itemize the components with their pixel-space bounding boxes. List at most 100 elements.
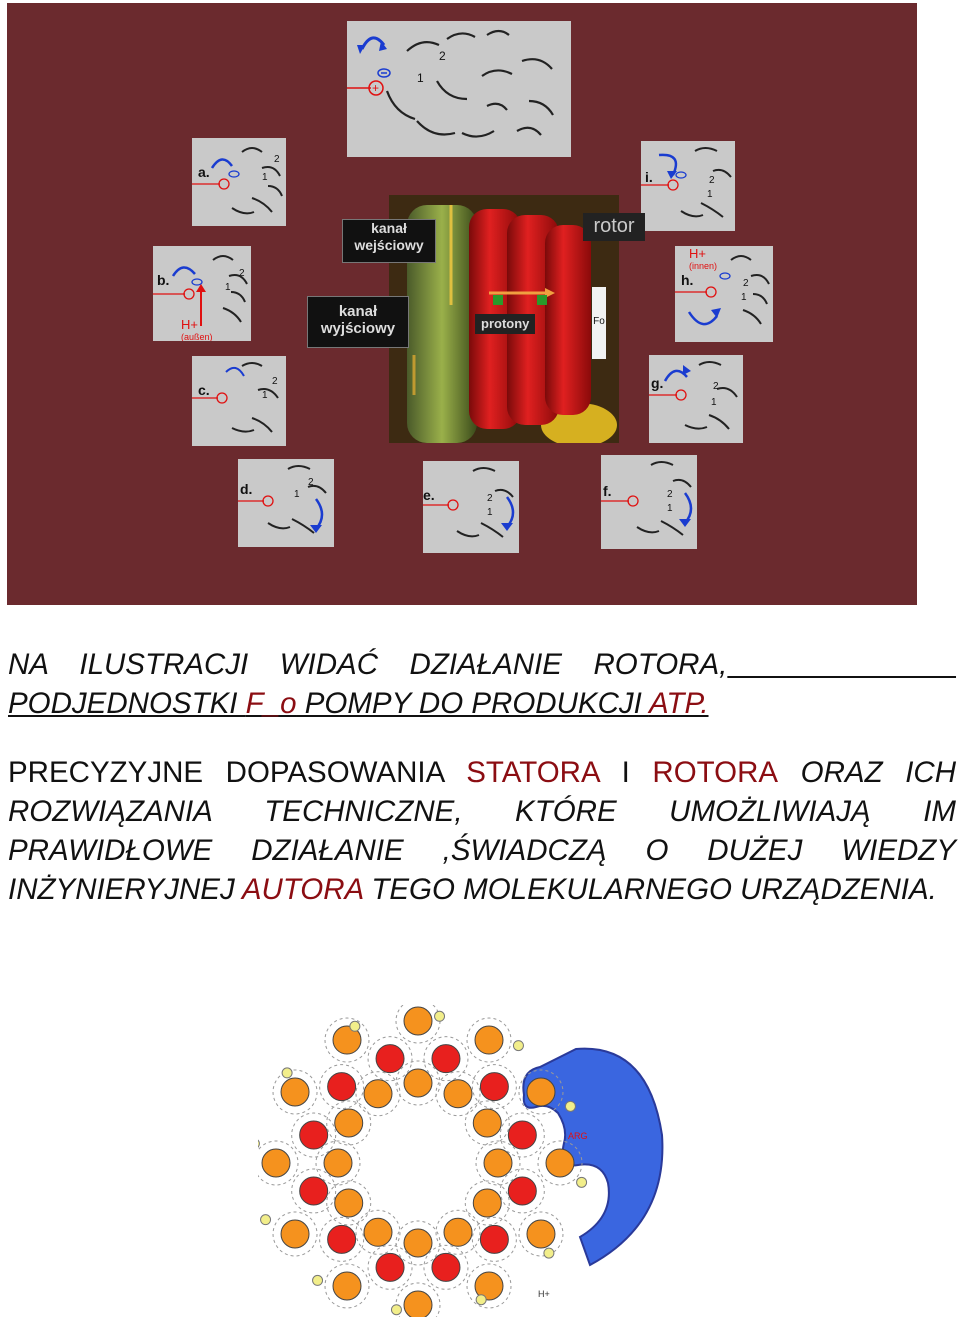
step-panel-b: b. 2 1 H+(außen) xyxy=(153,246,251,341)
c-subunit xyxy=(526,1219,556,1249)
step-panel-top: + 2 1 xyxy=(347,21,571,157)
c-subunit xyxy=(526,1077,556,1107)
c-subunit xyxy=(443,1079,473,1109)
step-panel-a: a. 2 1 xyxy=(192,138,286,226)
subunit-halo xyxy=(395,1220,441,1266)
lipid-head xyxy=(390,1304,402,1316)
subunit-halo xyxy=(537,1140,583,1186)
step-label: e. xyxy=(423,487,435,503)
protons-label: protony xyxy=(475,314,536,334)
step-label: h. xyxy=(681,272,694,288)
arc-number: 1 xyxy=(741,292,747,303)
c-subunit xyxy=(403,1006,433,1036)
arc-number: 2 xyxy=(239,268,245,279)
c-subunit xyxy=(375,1044,405,1074)
c-subunit xyxy=(299,1176,329,1206)
arc-number: 2 xyxy=(308,477,314,488)
c-subunit xyxy=(280,1219,310,1249)
rotor-illustration: + 2 1 a. 2 1 b. 2 1 H+(außen) xyxy=(7,3,917,605)
proton-inside-label: H+(innen) xyxy=(689,246,718,271)
c-subunit xyxy=(479,1224,509,1254)
arc-number: 2 xyxy=(272,376,278,387)
step-panel-f: f. 2 1 xyxy=(601,455,697,549)
subunit-halo xyxy=(272,1069,318,1115)
step-panel-i: i. 2 1 xyxy=(641,141,735,231)
subunit-halo xyxy=(319,1216,365,1262)
arc-number: 1 xyxy=(487,507,493,518)
subunit-halo xyxy=(466,1017,512,1063)
subunit-arcs: + xyxy=(347,29,554,138)
membrane-channel-model xyxy=(389,195,619,447)
step-panel-g: g. 2 1 xyxy=(649,355,743,443)
c-subunit xyxy=(443,1217,473,1247)
arc-number: 2 xyxy=(713,381,719,392)
c-subunit xyxy=(472,1188,502,1218)
proton-label: H+ xyxy=(538,1289,550,1299)
c-subunit xyxy=(431,1044,461,1074)
step-panel-d: d. 2 1 xyxy=(238,459,334,547)
highlight-atp: ATP. xyxy=(648,687,709,720)
arc-number: 1 xyxy=(262,172,268,183)
c-subunit xyxy=(483,1148,513,1178)
arc-number: 1 xyxy=(417,71,424,85)
c-subunit xyxy=(479,1072,509,1102)
step-panel-h: h. 2 1 H+(innen) xyxy=(675,246,773,342)
c-ring xyxy=(248,998,588,1322)
arg-label: ARG xyxy=(568,1131,588,1141)
subunit-halo xyxy=(355,1071,401,1117)
stator-subunit xyxy=(522,1047,664,1267)
description-text: NA ILUSTRACJI WIDAĆ DZIAŁANIE ROTORA, PO… xyxy=(8,645,956,909)
c-subunit xyxy=(363,1079,393,1109)
lipid-head xyxy=(512,1040,524,1052)
subunit-halo xyxy=(435,1071,481,1117)
arc-number: 1 xyxy=(707,189,713,200)
c-subunit xyxy=(472,1108,502,1138)
step-label: i. xyxy=(645,169,653,185)
c-subunit xyxy=(334,1188,364,1218)
step-label: g. xyxy=(651,375,664,391)
step-panel-e: e. 2 1 xyxy=(423,461,519,553)
arc-number: 1 xyxy=(711,397,717,408)
lipid-head xyxy=(576,1176,588,1188)
step-label: b. xyxy=(157,272,170,288)
c-subunit xyxy=(363,1217,393,1247)
c-subunit xyxy=(327,1224,357,1254)
step-label: c. xyxy=(198,382,210,398)
c-subunit xyxy=(507,1120,537,1150)
subunit-halo xyxy=(272,1211,318,1257)
paragraph-1: NA ILUSTRACJI WIDAĆ DZIAŁANIE ROTORA, PO… xyxy=(8,648,728,720)
c-subunit xyxy=(261,1148,291,1178)
subunit-halo xyxy=(326,1100,372,1146)
subunit-halo xyxy=(423,1036,469,1082)
c-subunit xyxy=(474,1025,504,1055)
c-subunit xyxy=(474,1271,504,1301)
rotor-label: rotor xyxy=(583,213,645,241)
subunit-halo xyxy=(291,1112,337,1158)
lipid-head xyxy=(349,1020,361,1032)
highlight-stator: STATORA xyxy=(466,756,600,789)
step-label: a. xyxy=(198,164,210,180)
c-subunit xyxy=(403,1290,433,1320)
c-subunit xyxy=(327,1072,357,1102)
proton-outside-label: H+(außen) xyxy=(181,317,213,341)
c-subunit xyxy=(323,1148,353,1178)
subunit-halo xyxy=(315,1140,361,1186)
subunit-halo xyxy=(326,1180,372,1226)
arc-number: 1 xyxy=(667,503,673,514)
c-subunit xyxy=(403,1228,433,1258)
svg-text:+: + xyxy=(372,81,379,95)
arc-number: 2 xyxy=(487,493,493,504)
arc-number: 1 xyxy=(262,390,268,401)
arc-number: 2 xyxy=(709,175,715,186)
paragraph-2: PRECYZYJNE DOPASOWANIA STATORA I ROTORA … xyxy=(8,756,956,906)
arc-number: 2 xyxy=(743,278,749,289)
lipid-head xyxy=(543,1247,555,1259)
highlight-fo: F_o xyxy=(245,687,297,720)
subunit-halo xyxy=(395,1060,441,1106)
lipid-head xyxy=(312,1274,324,1286)
lipid-head xyxy=(434,1010,446,1022)
subunit-halo xyxy=(471,1216,517,1262)
subunit-halo xyxy=(475,1140,521,1186)
lipid-head xyxy=(248,1138,260,1150)
